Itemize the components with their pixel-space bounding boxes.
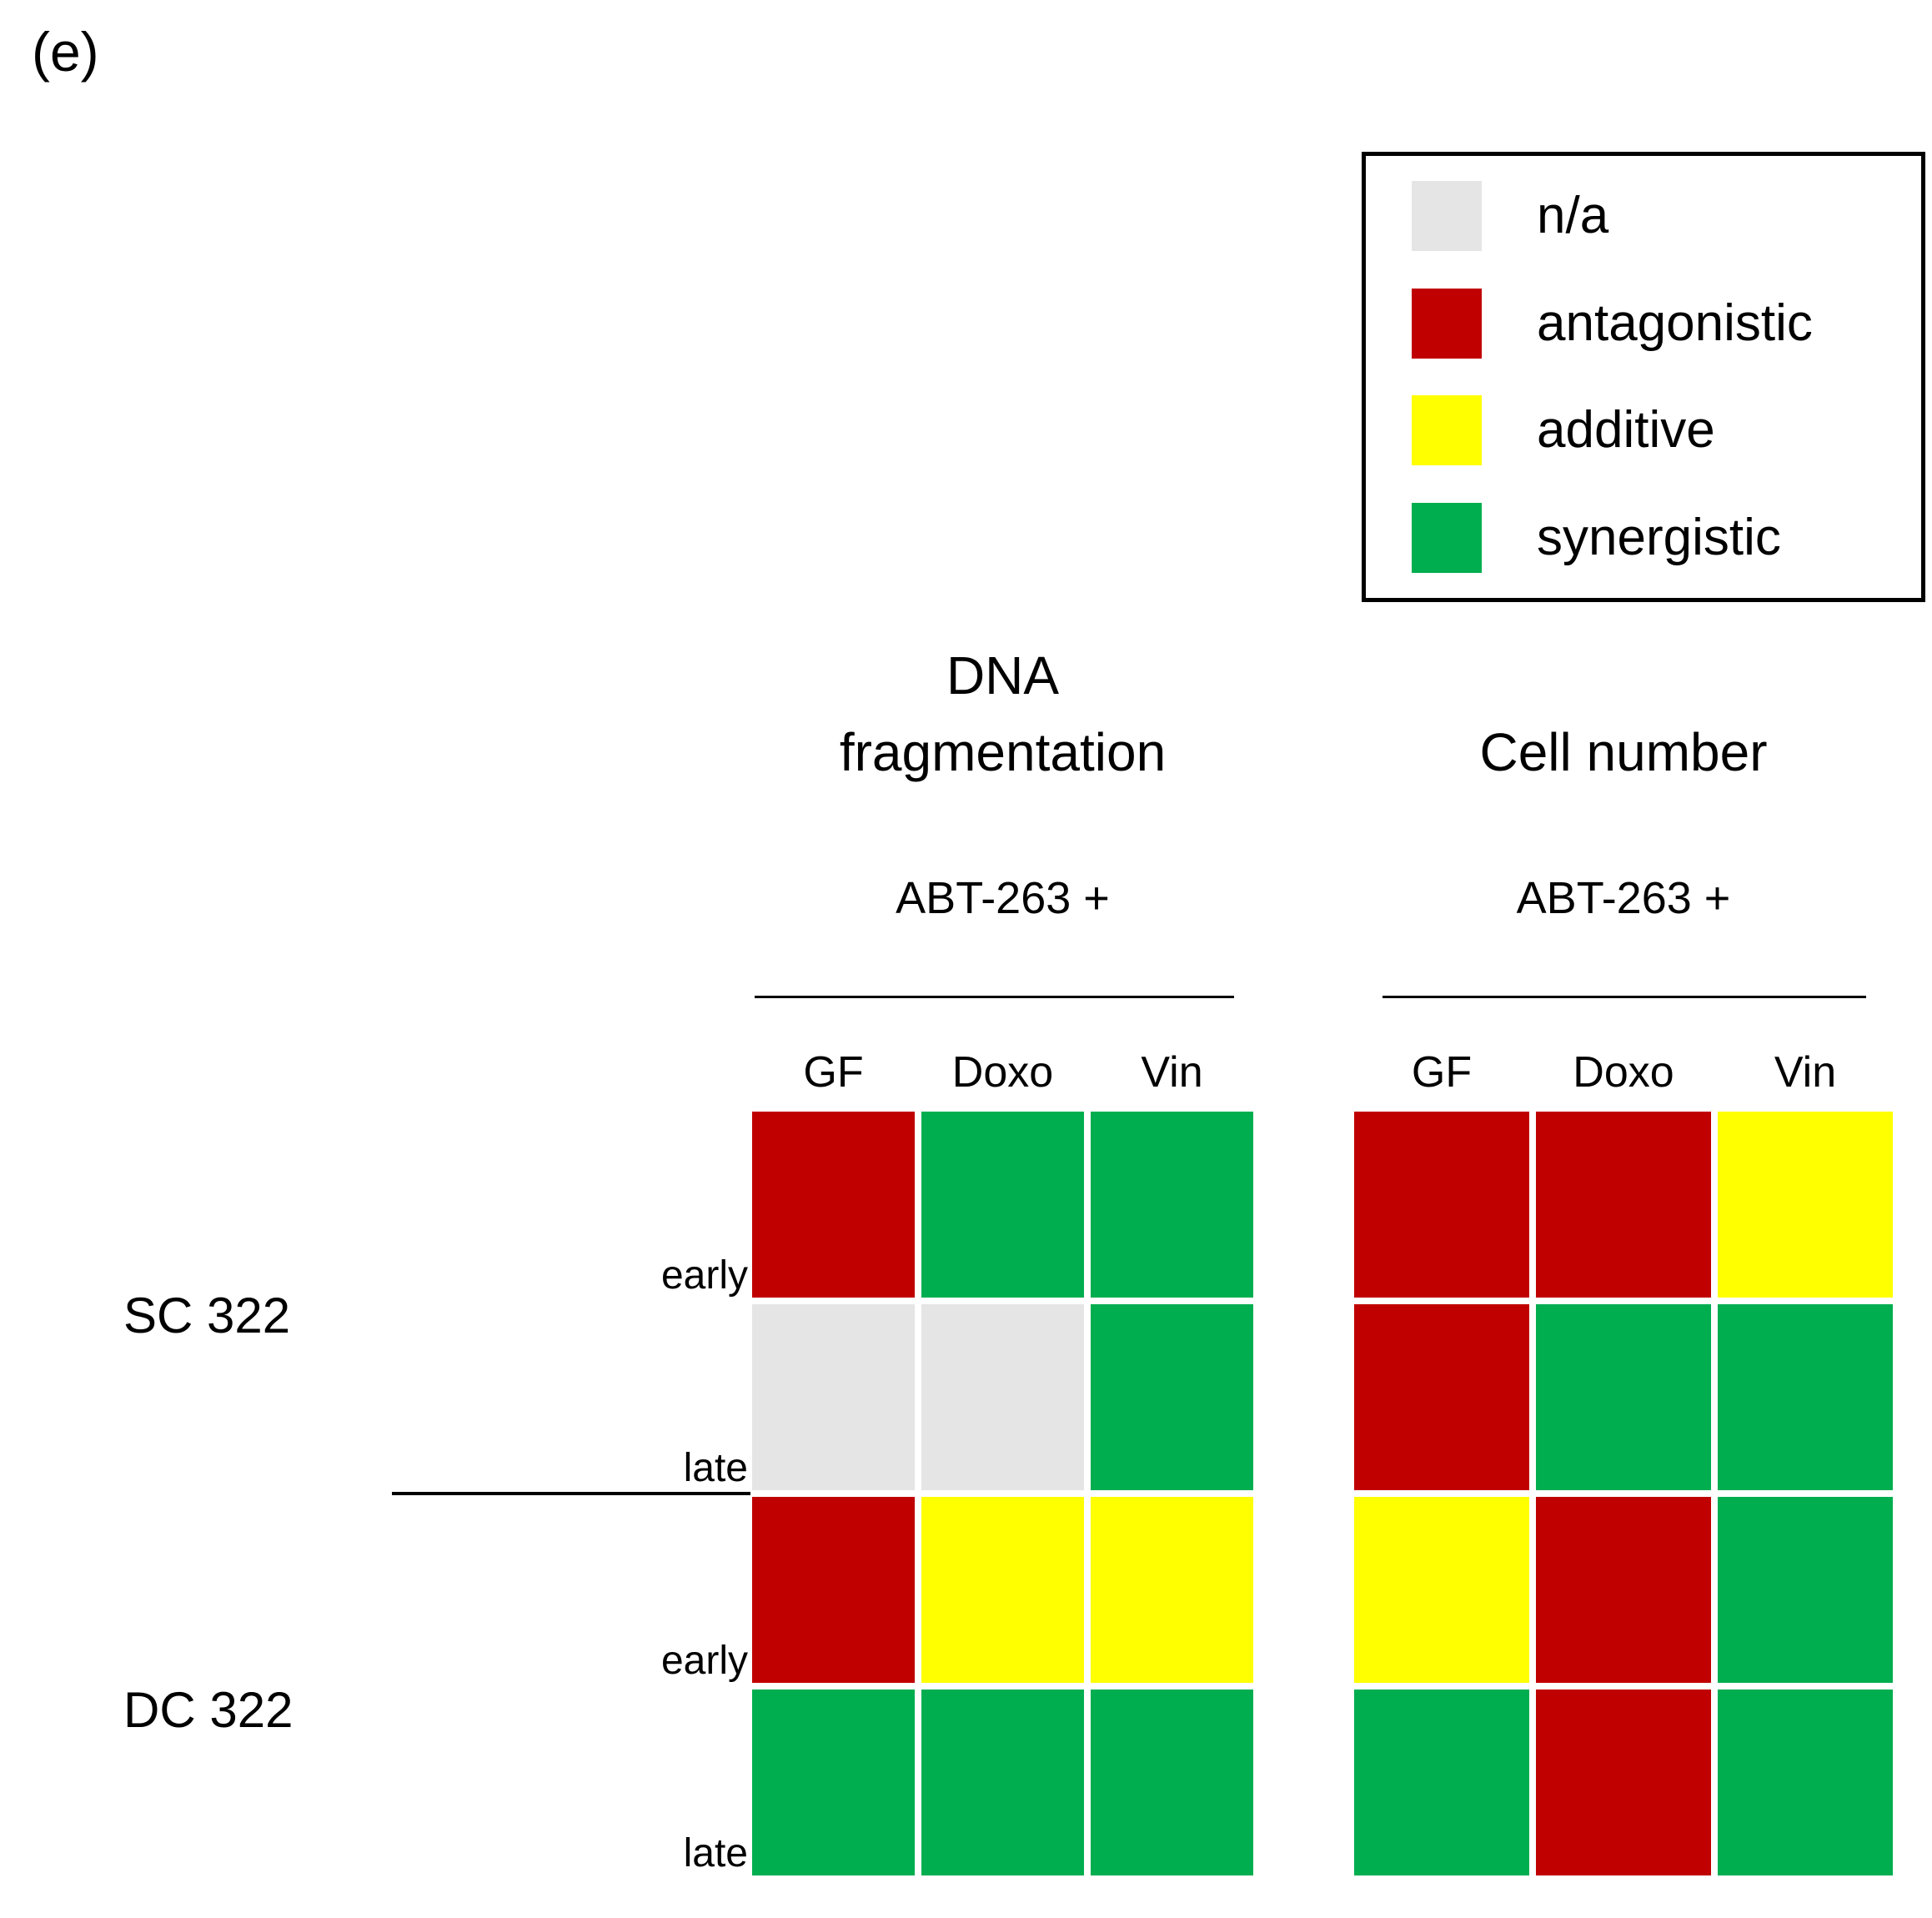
legend-item: synergistic xyxy=(1412,502,1904,573)
legend-item: additive xyxy=(1412,395,1904,466)
column-headers-cell: GF Doxo Vin xyxy=(1354,1042,1893,1097)
row-label-sc322-early: early xyxy=(660,1253,748,1298)
row-label-dc322-early: early xyxy=(660,1639,748,1683)
matrix-cell xyxy=(752,1690,915,1875)
matrix-cell xyxy=(1091,1304,1253,1490)
matrix-cell xyxy=(921,1304,1084,1490)
column-header-gf: GF xyxy=(1411,1048,1473,1097)
panel-title-dna-fragmentation: DNA fragmentation xyxy=(752,637,1253,791)
legend-label: antagonistic xyxy=(1537,294,1813,352)
matrix-cell xyxy=(1354,1497,1529,1683)
row-label-dc322-late: late xyxy=(683,1831,748,1875)
matrix-cell xyxy=(1536,1304,1711,1490)
group-label-dc322: DC 322 xyxy=(123,1682,294,1738)
legend-label: synergistic xyxy=(1537,508,1781,566)
column-header-vin: Vin xyxy=(1141,1048,1203,1097)
legend-item: antagonistic xyxy=(1412,288,1904,359)
matrix-cell xyxy=(752,1304,915,1490)
title-line: DNA xyxy=(946,645,1060,705)
matrix-cell xyxy=(1718,1690,1893,1875)
legend-swatch-antagonistic xyxy=(1412,288,1482,359)
panel-title-cell-number: Cell number xyxy=(1479,722,1768,782)
legend-item: n/a xyxy=(1412,181,1904,251)
panel-label: (e) xyxy=(32,21,99,83)
matrix-cell xyxy=(1091,1690,1253,1875)
matrix-cell xyxy=(921,1112,1084,1298)
matrix-cell xyxy=(1354,1112,1529,1298)
legend: n/a antagonistic additive synergistic xyxy=(1362,152,1925,602)
matrix-cell xyxy=(1536,1690,1711,1875)
column-headers-dna: GF Doxo Vin xyxy=(752,1042,1253,1097)
heatmap-grid-dna-fragmentation xyxy=(752,1112,1253,1875)
underline-rule-dna xyxy=(755,996,1234,998)
matrix-cell xyxy=(1354,1690,1529,1875)
matrix-cell xyxy=(1718,1497,1893,1683)
matrix-cell xyxy=(1718,1112,1893,1298)
column-header-gf: GF xyxy=(803,1048,864,1097)
column-header-vin: Vin xyxy=(1774,1048,1837,1097)
matrix-cell xyxy=(1536,1112,1711,1298)
column-header-doxo: Doxo xyxy=(1573,1048,1674,1097)
matrix-cell xyxy=(921,1497,1084,1683)
matrix-cell xyxy=(752,1112,915,1298)
combination-label-dna: ABT-263 + xyxy=(896,873,1110,923)
matrix-cell xyxy=(1354,1304,1529,1490)
legend-swatch-synergistic xyxy=(1412,502,1482,573)
legend-label: n/a xyxy=(1537,187,1609,244)
legend-swatch-na xyxy=(1412,181,1482,251)
matrix-cell xyxy=(1536,1497,1711,1683)
matrix-cell xyxy=(921,1690,1084,1875)
row-label-sc322-late: late xyxy=(683,1446,748,1490)
group-label-sc322: SC 322 xyxy=(123,1288,291,1343)
combination-label-cell: ABT-263 + xyxy=(1516,873,1731,923)
matrix-cell xyxy=(1091,1112,1253,1298)
column-header-doxo: Doxo xyxy=(951,1048,1054,1097)
underline-rule-cell xyxy=(1383,996,1866,998)
legend-label: additive xyxy=(1537,401,1715,459)
heatmap-grid-cell-number xyxy=(1354,1112,1893,1875)
legend-swatch-additive xyxy=(1412,395,1482,466)
matrix-cell xyxy=(1718,1304,1893,1490)
title-line: fragmentation xyxy=(839,722,1167,782)
group-divider-line xyxy=(392,1492,750,1495)
matrix-cell xyxy=(752,1497,915,1683)
matrix-cell xyxy=(1091,1497,1253,1683)
